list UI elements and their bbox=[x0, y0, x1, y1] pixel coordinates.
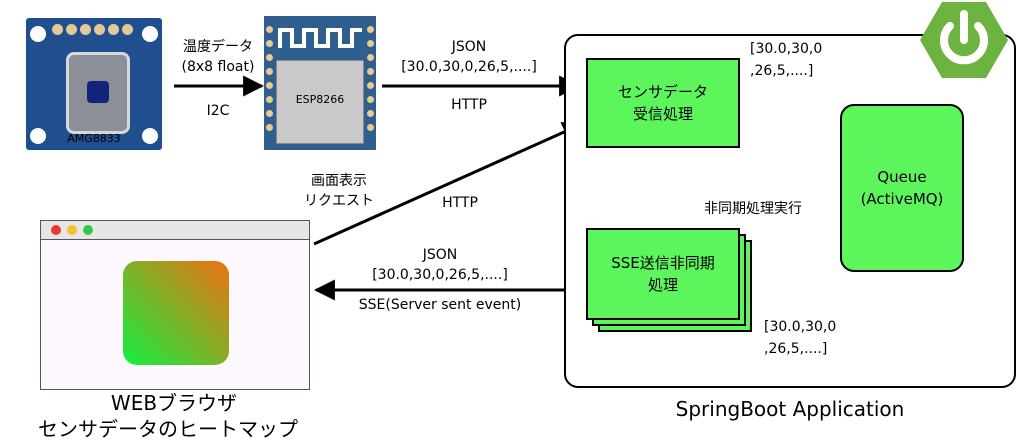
close-dot-icon[interactable] bbox=[51, 225, 61, 235]
app-title: SpringBoot Application bbox=[675, 397, 905, 421]
minimize-dot-icon[interactable] bbox=[67, 225, 77, 235]
esp-shield: ESP8266 bbox=[276, 60, 364, 144]
sse-process-box: SSE送信非同期 処理 bbox=[586, 228, 740, 320]
request-line2: リクエスト bbox=[304, 193, 374, 209]
sse-edge-line1: JSON bbox=[422, 247, 458, 263]
sensor-label: AMG8833 bbox=[67, 132, 121, 145]
spring-power-icon bbox=[920, 2, 1008, 78]
sensor-hole bbox=[142, 128, 158, 144]
arrow-browser-to-receive bbox=[313, 122, 584, 246]
json-top-right-line1: [30.0,30,0 bbox=[750, 41, 823, 57]
browser-window bbox=[40, 220, 310, 390]
async-label: 非同期処理実行 bbox=[704, 201, 802, 217]
esp-module: ESP8266 bbox=[264, 16, 376, 150]
receive-process-box: センサデータ 受信処理 bbox=[586, 58, 740, 148]
esp-antenna-icon bbox=[278, 28, 362, 48]
json-bottom-right-line1: [30.0,30,0 bbox=[764, 319, 837, 335]
receive-line2: 受信処理 bbox=[632, 105, 693, 123]
receive-line1: センサデータ bbox=[617, 83, 708, 101]
edge-esp-app-line2: [30.0,30,0,26,5,....] bbox=[401, 59, 537, 75]
browser-titlebar bbox=[41, 221, 309, 240]
edge-esp-app-line1: JSON bbox=[451, 39, 487, 55]
browser-caption-line1: WEBブラウザ bbox=[110, 391, 238, 415]
sse-edge-line2: [30.0,30,0,26,5,....] bbox=[372, 267, 508, 283]
sensor-lens bbox=[87, 81, 109, 103]
sensor-hole bbox=[30, 128, 46, 144]
queue-line1: Queue bbox=[877, 168, 927, 186]
request-line1: 画面表示 bbox=[311, 173, 367, 189]
sensor-board: AMG8833 bbox=[26, 18, 162, 150]
sensor-chip bbox=[66, 52, 130, 134]
json-bottom-right-line2: ,26,5,....] bbox=[764, 341, 828, 357]
sse-edge-protocol: SSE(Server sent event) bbox=[358, 297, 522, 313]
sensor-pins bbox=[52, 24, 138, 38]
sse-line2: 処理 bbox=[647, 276, 678, 294]
esp-pins-right bbox=[367, 26, 375, 131]
queue-box: Queue (ActiveMQ) bbox=[840, 104, 964, 272]
esp-label: ESP8266 bbox=[295, 93, 345, 106]
sensor-hole bbox=[30, 26, 46, 42]
edge-sensor-esp-line2: (8x8 float) bbox=[181, 59, 255, 75]
json-top-right-line2: ,26,5,....] bbox=[750, 63, 814, 79]
edge-esp-app-protocol: HTTP bbox=[451, 97, 487, 113]
edge-sensor-esp-line1: 温度データ bbox=[183, 39, 253, 55]
request-protocol: HTTP bbox=[442, 195, 478, 211]
browser-caption-line2: センサデータのヒートマップ bbox=[38, 417, 298, 441]
heatmap-square bbox=[123, 261, 229, 365]
queue-line2: (ActiveMQ) bbox=[860, 190, 944, 208]
edge-sensor-esp-protocol: I2C bbox=[206, 103, 230, 119]
esp-pins-left bbox=[266, 26, 274, 131]
sensor-hole bbox=[142, 26, 158, 42]
maximize-dot-icon[interactable] bbox=[83, 225, 93, 235]
sse-line1: SSE送信非同期 bbox=[611, 254, 715, 272]
